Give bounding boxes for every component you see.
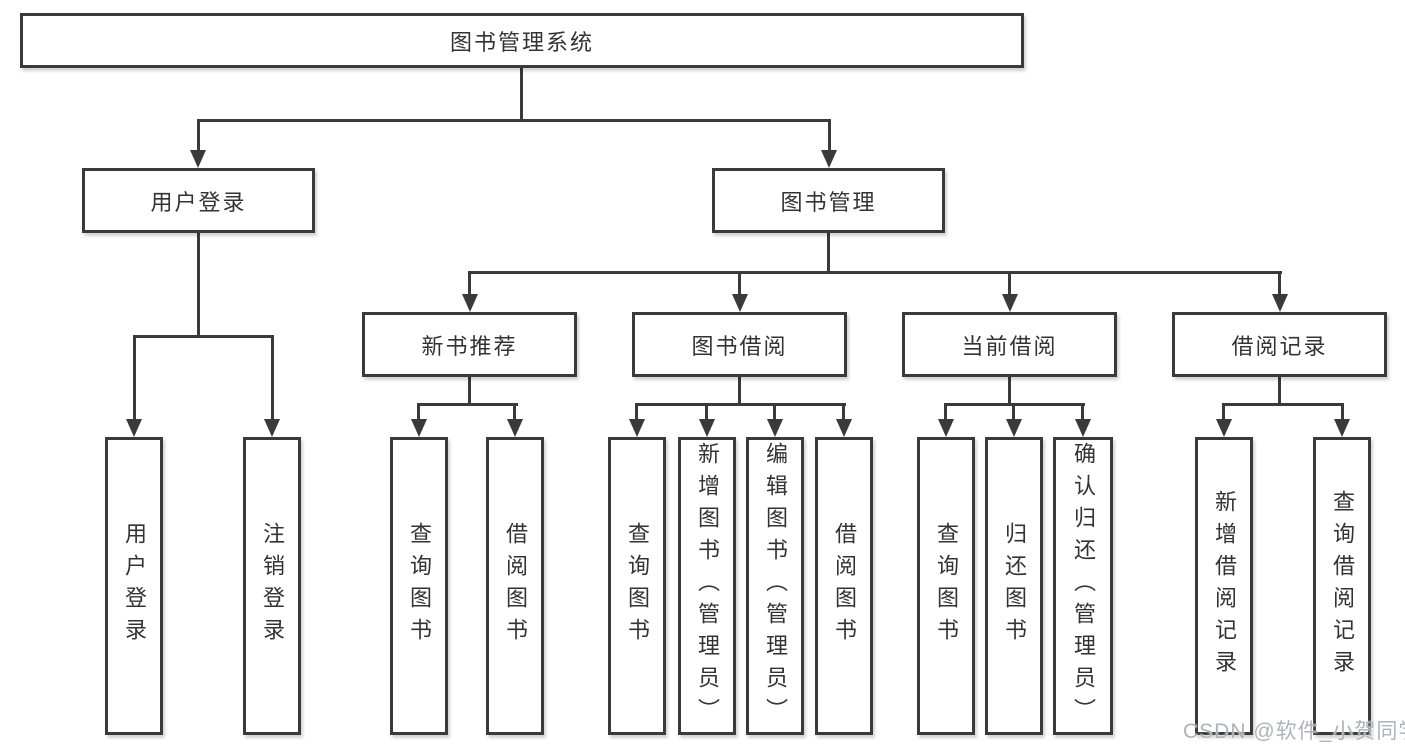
connector-vline <box>520 68 523 121</box>
node-label: 查询借阅记录 <box>1330 490 1355 682</box>
arrow-down-icon <box>507 419 523 437</box>
node-label: 新增图书（管理员） <box>695 442 720 730</box>
connector-stub <box>828 119 831 152</box>
connector-stub <box>1278 271 1281 296</box>
arrow-down-icon <box>1334 419 1350 437</box>
node-label: 借阅图书 <box>832 522 857 650</box>
connector-vline <box>197 233 200 337</box>
node-library-system: 图书管理系统 <box>20 13 1024 68</box>
connector-hline <box>197 119 831 122</box>
connector-stub <box>773 403 776 421</box>
watermark: CSDN @软件_小贺同学 <box>1183 720 1405 743</box>
connector-stub <box>271 335 274 421</box>
leaf-add-borrow-record: 新增借阅记录 <box>1195 437 1253 735</box>
connector-stub <box>1222 403 1225 421</box>
node-user-login-branch: 用户登录 <box>82 168 315 233</box>
connector-stub <box>944 403 947 421</box>
connector-stub <box>1081 403 1084 421</box>
connector-stub <box>1012 403 1015 421</box>
node-label: 编辑图书（管理员） <box>763 442 788 730</box>
arrow-down-icon <box>767 419 783 437</box>
connector-hline <box>1222 403 1344 406</box>
arrow-down-icon <box>1006 419 1022 437</box>
leaf-user-login: 用户登录 <box>105 437 163 735</box>
node-label: 确认归还（管理员） <box>1071 442 1096 730</box>
connector-stub <box>468 271 471 296</box>
leaf-add-books-admin: 新增图书（管理员） <box>678 437 736 735</box>
connector-stub <box>1008 271 1011 296</box>
arrow-down-icon <box>821 150 837 168</box>
connector-stub <box>513 403 516 421</box>
node-book-management: 图书管理 <box>712 168 945 233</box>
node-borrow-records: 借阅记录 <box>1172 312 1387 377</box>
node-label: 注销登录 <box>260 522 285 650</box>
leaf-return-books: 归还图书 <box>985 437 1043 735</box>
node-label: 借阅图书 <box>503 522 528 650</box>
arrow-down-icon <box>629 419 645 437</box>
arrow-down-icon <box>264 419 280 437</box>
arrow-down-icon <box>938 419 954 437</box>
leaf-query-books: 查询图书 <box>608 437 666 735</box>
node-label: 归还图书 <box>1002 522 1027 650</box>
connector-vline <box>1008 377 1011 406</box>
arrow-down-icon <box>1075 419 1091 437</box>
node-new-book-recommend: 新书推荐 <box>362 312 577 377</box>
connector-stub <box>635 403 638 421</box>
connector-hline <box>133 335 274 338</box>
leaf-query-books: 查询图书 <box>390 437 448 735</box>
node-label: 新书推荐 <box>421 333 518 359</box>
node-label: 图书管理 <box>780 189 877 215</box>
leaf-confirm-return-admin: 确认归还（管理员） <box>1053 437 1113 735</box>
connector-stub <box>197 119 200 152</box>
connector-stub <box>842 403 845 421</box>
node-label: 当前借阅 <box>961 333 1058 359</box>
arrow-down-icon <box>836 419 852 437</box>
arrow-down-icon <box>126 419 142 437</box>
node-label: 查询图书 <box>625 522 650 650</box>
connector-stub <box>705 403 708 421</box>
connector-stub <box>133 335 136 421</box>
arrow-down-icon <box>190 150 206 168</box>
connector-hline <box>635 403 846 406</box>
node-current-borrowing: 当前借阅 <box>902 312 1117 377</box>
node-label: 图书管理系统 <box>449 29 594 55</box>
connector-vline <box>738 377 741 406</box>
node-label: 查询图书 <box>934 522 959 650</box>
node-label: 新增借阅记录 <box>1212 490 1237 682</box>
arrow-down-icon <box>732 294 748 312</box>
leaf-logout: 注销登录 <box>243 437 301 735</box>
connector-hline <box>417 403 518 406</box>
node-label: 用户登录 <box>122 522 147 650</box>
node-label: 查询图书 <box>407 522 432 650</box>
leaf-query-borrow-record: 查询借阅记录 <box>1313 437 1371 735</box>
connector-stub <box>738 271 741 296</box>
leaf-borrow-books: 借阅图书 <box>486 437 544 735</box>
node-label: 用户登录 <box>150 189 247 215</box>
leaf-borrow-books: 借阅图书 <box>815 437 873 735</box>
connector-vline <box>468 377 471 406</box>
arrow-down-icon <box>1002 294 1018 312</box>
arrow-down-icon <box>1272 294 1288 312</box>
connector-stub <box>1341 403 1344 421</box>
connector-vline <box>827 233 830 274</box>
leaf-query-books: 查询图书 <box>917 437 975 735</box>
leaf-edit-books-admin: 编辑图书（管理员） <box>746 437 804 735</box>
node-book-borrowing: 图书借阅 <box>632 312 847 377</box>
arrow-down-icon <box>462 294 478 312</box>
arrow-down-icon <box>699 419 715 437</box>
connector-stub <box>417 403 420 421</box>
node-label: 借阅记录 <box>1231 333 1328 359</box>
connector-vline <box>1278 377 1281 406</box>
connector-hline <box>468 271 1282 274</box>
node-label: 图书借阅 <box>691 333 788 359</box>
arrow-down-icon <box>411 419 427 437</box>
arrow-down-icon <box>1216 419 1232 437</box>
